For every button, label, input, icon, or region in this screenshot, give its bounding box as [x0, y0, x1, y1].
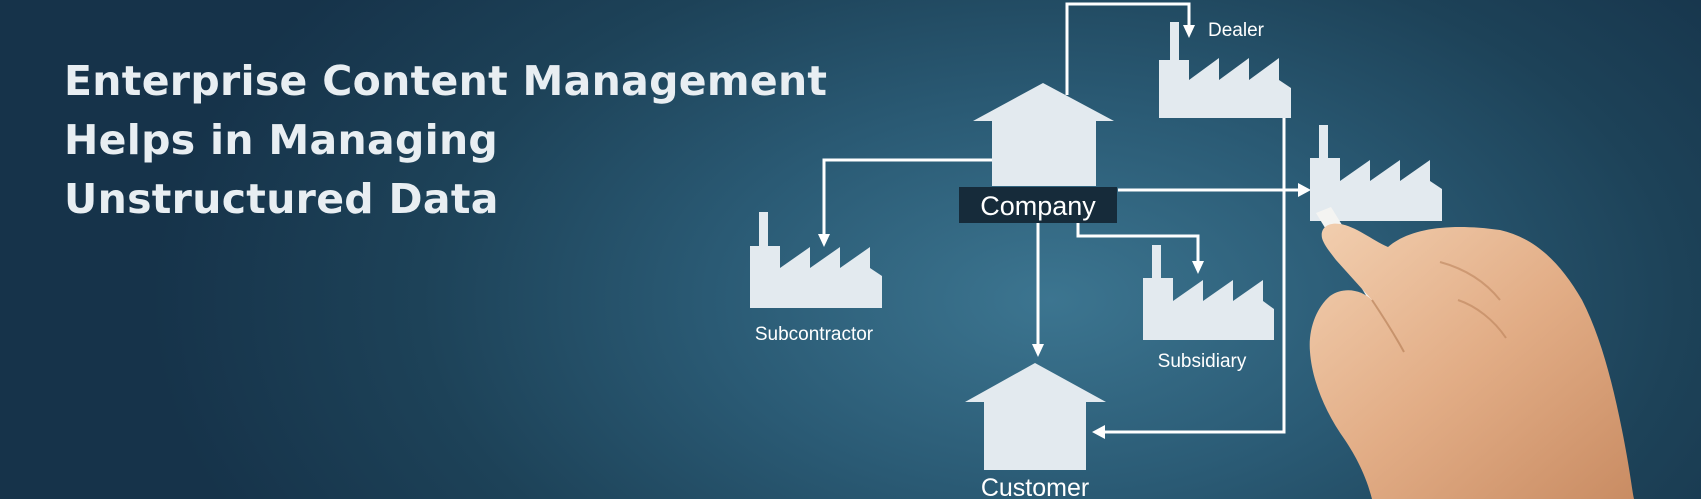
- hand-icon: [1309, 223, 1634, 499]
- factory-shapes: [750, 22, 1442, 340]
- connector-lines: [822, 2, 1300, 434]
- company-label-box: [959, 187, 1117, 223]
- arrow-head-dealer: [1183, 25, 1195, 38]
- headline-line-2: Helps in Managing: [64, 116, 499, 164]
- company-label: Company: [980, 191, 1096, 221]
- customer-house-icon: [965, 363, 1106, 470]
- line-company-to-subcontractor: [822, 158, 994, 236]
- hand-with-chalk: [1309, 207, 1634, 499]
- line-company-to-dealer: [1065, 2, 1191, 95]
- dealer-factory-icon: [1159, 22, 1291, 118]
- arrow-heads: [818, 25, 1311, 439]
- subcontractor-factory-icon: [750, 212, 882, 308]
- customer-label: Customer: [981, 474, 1089, 499]
- factory-icon: [1310, 125, 1442, 221]
- company-house-icon: [973, 83, 1114, 186]
- house-shapes: [965, 83, 1114, 470]
- arrow-head-factory: [1298, 183, 1311, 197]
- arrow-head-customer-return: [1092, 425, 1105, 439]
- line-dealer-to-customer: [1104, 118, 1286, 434]
- subsidiary-label: Subsidiary: [1158, 351, 1247, 372]
- line-company-to-subsidiary: [1076, 222, 1200, 262]
- headline-line-3: Unstructured Data: [64, 175, 499, 223]
- subcontractor-label: Subcontractor: [755, 324, 874, 345]
- arrow-head-customer: [1032, 344, 1044, 357]
- arrow-head-subsidiary: [1192, 261, 1204, 274]
- dealer-label: Dealer: [1208, 20, 1265, 41]
- headline-line-1: Enterprise Content Management: [64, 57, 828, 105]
- headline: Enterprise Content Management Helps in M…: [64, 52, 827, 229]
- subsidiary-factory-icon: [1143, 245, 1274, 340]
- arrow-head-subcontractor: [818, 234, 830, 247]
